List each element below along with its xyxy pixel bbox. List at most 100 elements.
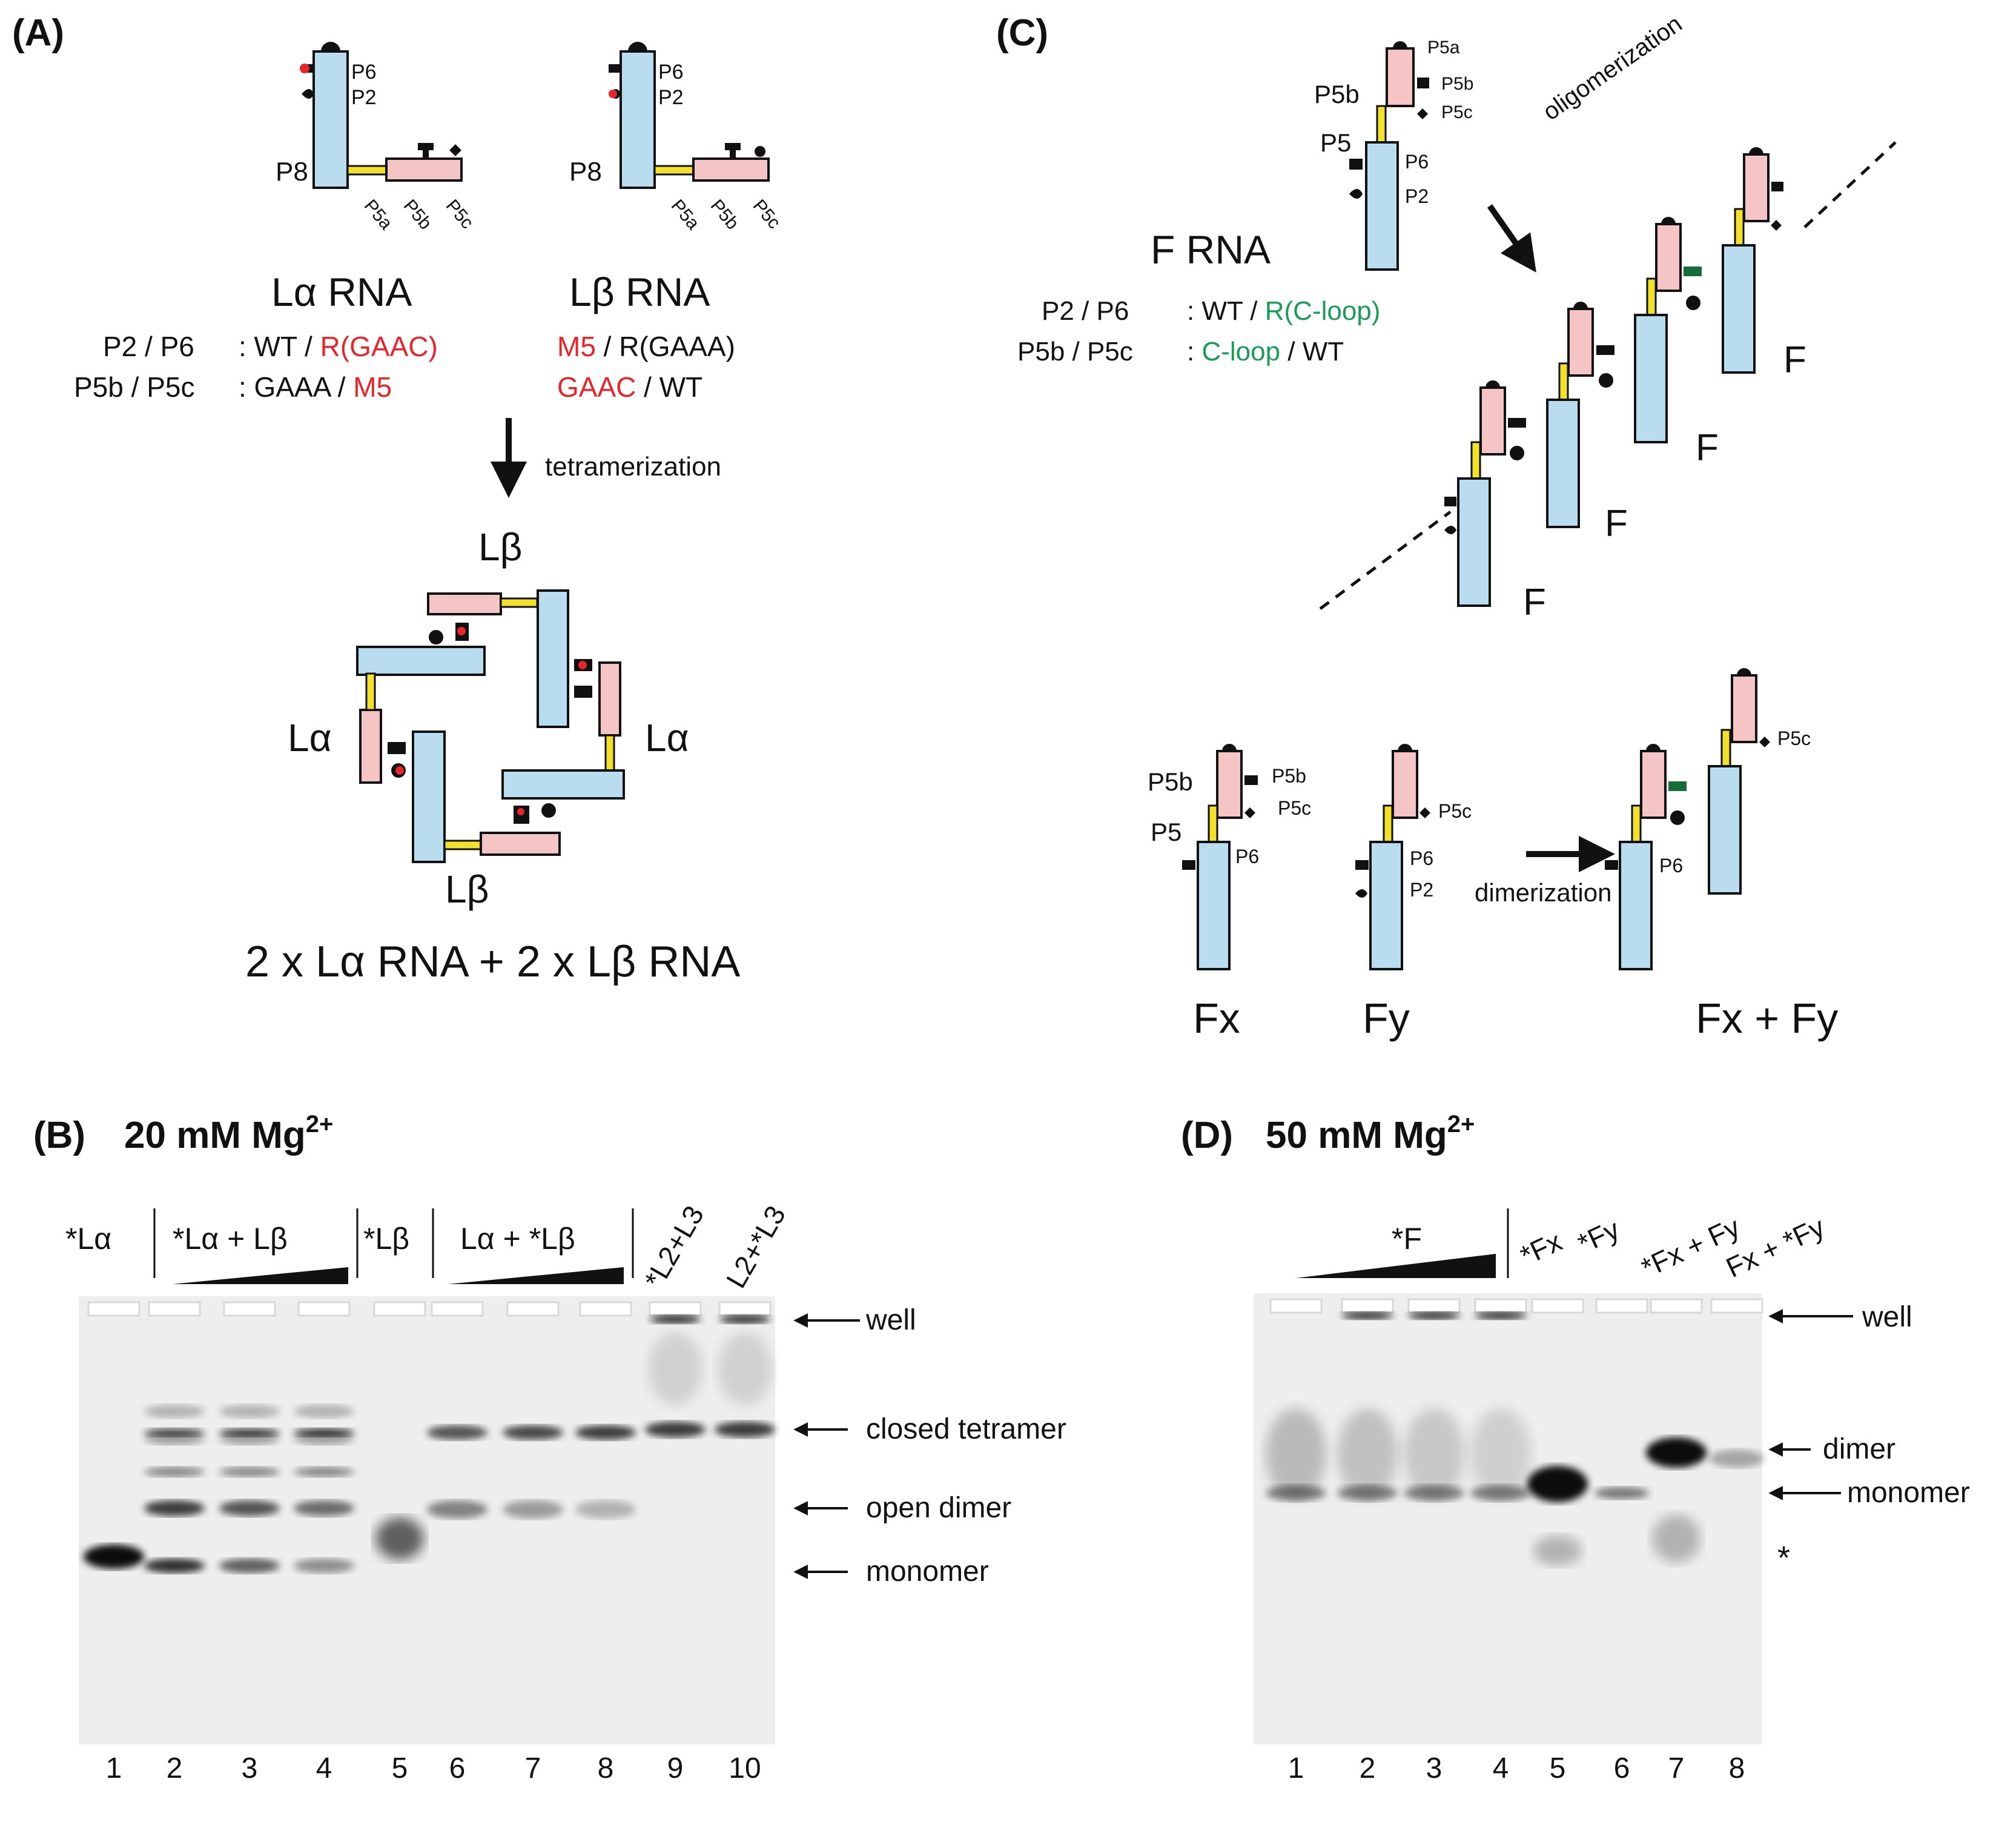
gel-d-band — [1475, 1312, 1527, 1319]
panel-b-condition-sup: 2+ — [306, 1111, 334, 1138]
f-row2-prefix: P5b / P5c — [1017, 337, 1133, 366]
panel-a-label: (A) — [12, 12, 64, 54]
f-p2-label: P2 — [1405, 185, 1429, 207]
gel-d-band — [1337, 1408, 1398, 1499]
lb-row2-rest: / WT — [636, 371, 702, 403]
gel-d-band — [1266, 1408, 1326, 1499]
lb-p5c-dot-icon — [755, 146, 765, 157]
gel-d-well-1 — [1269, 1298, 1323, 1314]
band-label-d-star: * — [1777, 1540, 1790, 1576]
gel-d-band — [1341, 1312, 1393, 1319]
la-p6-p2-helix — [312, 50, 349, 189]
dimer-p6-label: P6 — [1659, 855, 1683, 876]
gel-b-band — [144, 1500, 205, 1516]
gel-b-well-6 — [431, 1301, 484, 1317]
gel-b-lane-number: 3 — [242, 1752, 258, 1784]
gel-b-band — [715, 1422, 775, 1437]
tetramerization-label: tetramerization — [545, 452, 721, 482]
f-row1-prefix: P2 / P6 — [1042, 296, 1129, 326]
gel-b-band — [294, 1428, 354, 1437]
lane-group-2-label: *Lα + Lβ — [173, 1222, 288, 1256]
fy-p5c-label: P5c — [1438, 800, 1472, 822]
gel-b-well-7 — [506, 1301, 560, 1317]
fy-p6-label: P6 — [1410, 847, 1433, 869]
gel-d-lane-number: 8 — [1729, 1752, 1745, 1784]
gel-b-band — [375, 1517, 424, 1560]
f-unit-1-label: F — [1523, 581, 1546, 623]
gel-b-well-10 — [718, 1301, 772, 1317]
f-p5b-label: P5b — [1441, 74, 1473, 94]
gel-b-band — [144, 1559, 205, 1573]
panel-d: (D) 50 mM Mg2+ *F *Fx *Fy *Fx + Fy Fx + … — [1181, 1111, 1970, 1784]
rotated-lane-label-1: *L2+L3 — [638, 1201, 710, 1293]
f-p6-p2-helix — [1365, 141, 1399, 271]
lane-group-4-wedge — [448, 1267, 624, 1284]
lb-loop-cap-icon — [628, 42, 647, 51]
gel-b-lane-number: 5 — [392, 1752, 408, 1784]
gel-b-band — [645, 1422, 706, 1437]
tetramer-top-pink — [427, 592, 502, 615]
gel-b-lane-number: 8 — [598, 1752, 614, 1784]
lb-red-marker-icon — [609, 90, 617, 98]
panel-c: (C) P5a P5b P5c P5b P5 P6 P2 oligomeriza… — [996, 10, 1897, 1042]
f-row2-green: C-loop — [1201, 337, 1280, 366]
fx-p5b-big-label: P5b — [1148, 767, 1193, 796]
lb-row2-text: GAAC / WT — [557, 371, 702, 403]
fx-fy-dimer-diagram: P5c P6 — [1605, 668, 1811, 970]
gel-d-lane-number: 5 — [1550, 1752, 1566, 1784]
panel-b-condition-main: 20 mM Mg — [124, 1115, 306, 1156]
la-row2-text: : GAAA / M5 — [239, 371, 392, 403]
gel-d-band-labels: well dimer monomer * — [1768, 1301, 1970, 1576]
gel-d-band — [1470, 1485, 1531, 1501]
tetramer-left-blue-v — [412, 730, 446, 863]
gel-d-lane-number: 7 — [1668, 1752, 1685, 1784]
la-row2-prefix: P5b / P5c — [74, 371, 194, 403]
gel-b-band — [427, 1425, 487, 1440]
fx-fy-name: Fx + Fy — [1696, 995, 1838, 1042]
band-label-d-well: well — [1862, 1301, 1912, 1333]
gel-b-band — [575, 1500, 636, 1519]
lb-p8-label: P8 — [569, 157, 602, 187]
tetramer-left-pink — [359, 709, 382, 784]
lane-group-1-label: *Lα — [65, 1222, 111, 1256]
lb-receptor-icon — [609, 64, 621, 73]
f-row2-colon: : — [1187, 337, 1201, 366]
fy-name: Fy — [1363, 995, 1410, 1042]
panel-a-equation: 2 x Lα RNA + 2 x Lβ RNA — [245, 938, 740, 986]
gel-b-band — [503, 1500, 563, 1519]
la-p5b-label: P5b — [400, 196, 436, 233]
band-label-open-dimer: open dimer — [866, 1492, 1011, 1524]
la-row1-text: : WT / R(GAAC) — [239, 331, 438, 362]
lb-title: Lβ RNA — [569, 270, 710, 314]
fx-name: Fx — [1193, 995, 1240, 1042]
lb-row2-red: GAAC — [557, 371, 636, 403]
panel-d-condition: 50 mM Mg2+ — [1266, 1111, 1475, 1156]
band-label-closed-tetramer: closed tetramer — [866, 1413, 1066, 1445]
gel-b-lane-number: 4 — [316, 1752, 332, 1784]
gel-d-band — [1595, 1487, 1649, 1499]
gel-d — [1254, 1293, 1764, 1744]
la-p2-label: P2 — [351, 86, 377, 109]
gel-d-lane-number: 4 — [1493, 1752, 1509, 1784]
tetramer-left-blue-h — [356, 646, 486, 676]
fy-diagram: P5c P6 P2 — [1355, 744, 1472, 970]
lane-group-3-label: *Lβ — [363, 1222, 409, 1256]
la-p6-label: P6 — [351, 61, 377, 84]
panel-d-label: (D) — [1181, 1115, 1233, 1156]
lb-p5b-motif-icon — [725, 143, 741, 150]
gel-d-band — [1646, 1437, 1707, 1468]
gel-b-well-2 — [148, 1301, 201, 1317]
tetramer-right-pink — [598, 661, 621, 737]
gel-d-well-4 — [1474, 1298, 1527, 1314]
tetramer-bottom-label: Lβ — [445, 867, 489, 911]
band-label-d-monomer: monomer — [1847, 1477, 1970, 1509]
gel-b-band — [84, 1545, 144, 1569]
la-p8-label: P8 — [276, 157, 308, 187]
panel-d-condition-sup: 2+ — [1447, 1111, 1475, 1138]
gel-d-band — [1408, 1312, 1460, 1319]
gel-d-well-3 — [1407, 1298, 1461, 1314]
gel-b-band — [294, 1500, 354, 1516]
gel-d-well-8 — [1710, 1298, 1763, 1314]
gel-b-band — [219, 1467, 280, 1477]
gel-b-band-labels: well closed tetramer open dimer monomer — [793, 1304, 1066, 1588]
